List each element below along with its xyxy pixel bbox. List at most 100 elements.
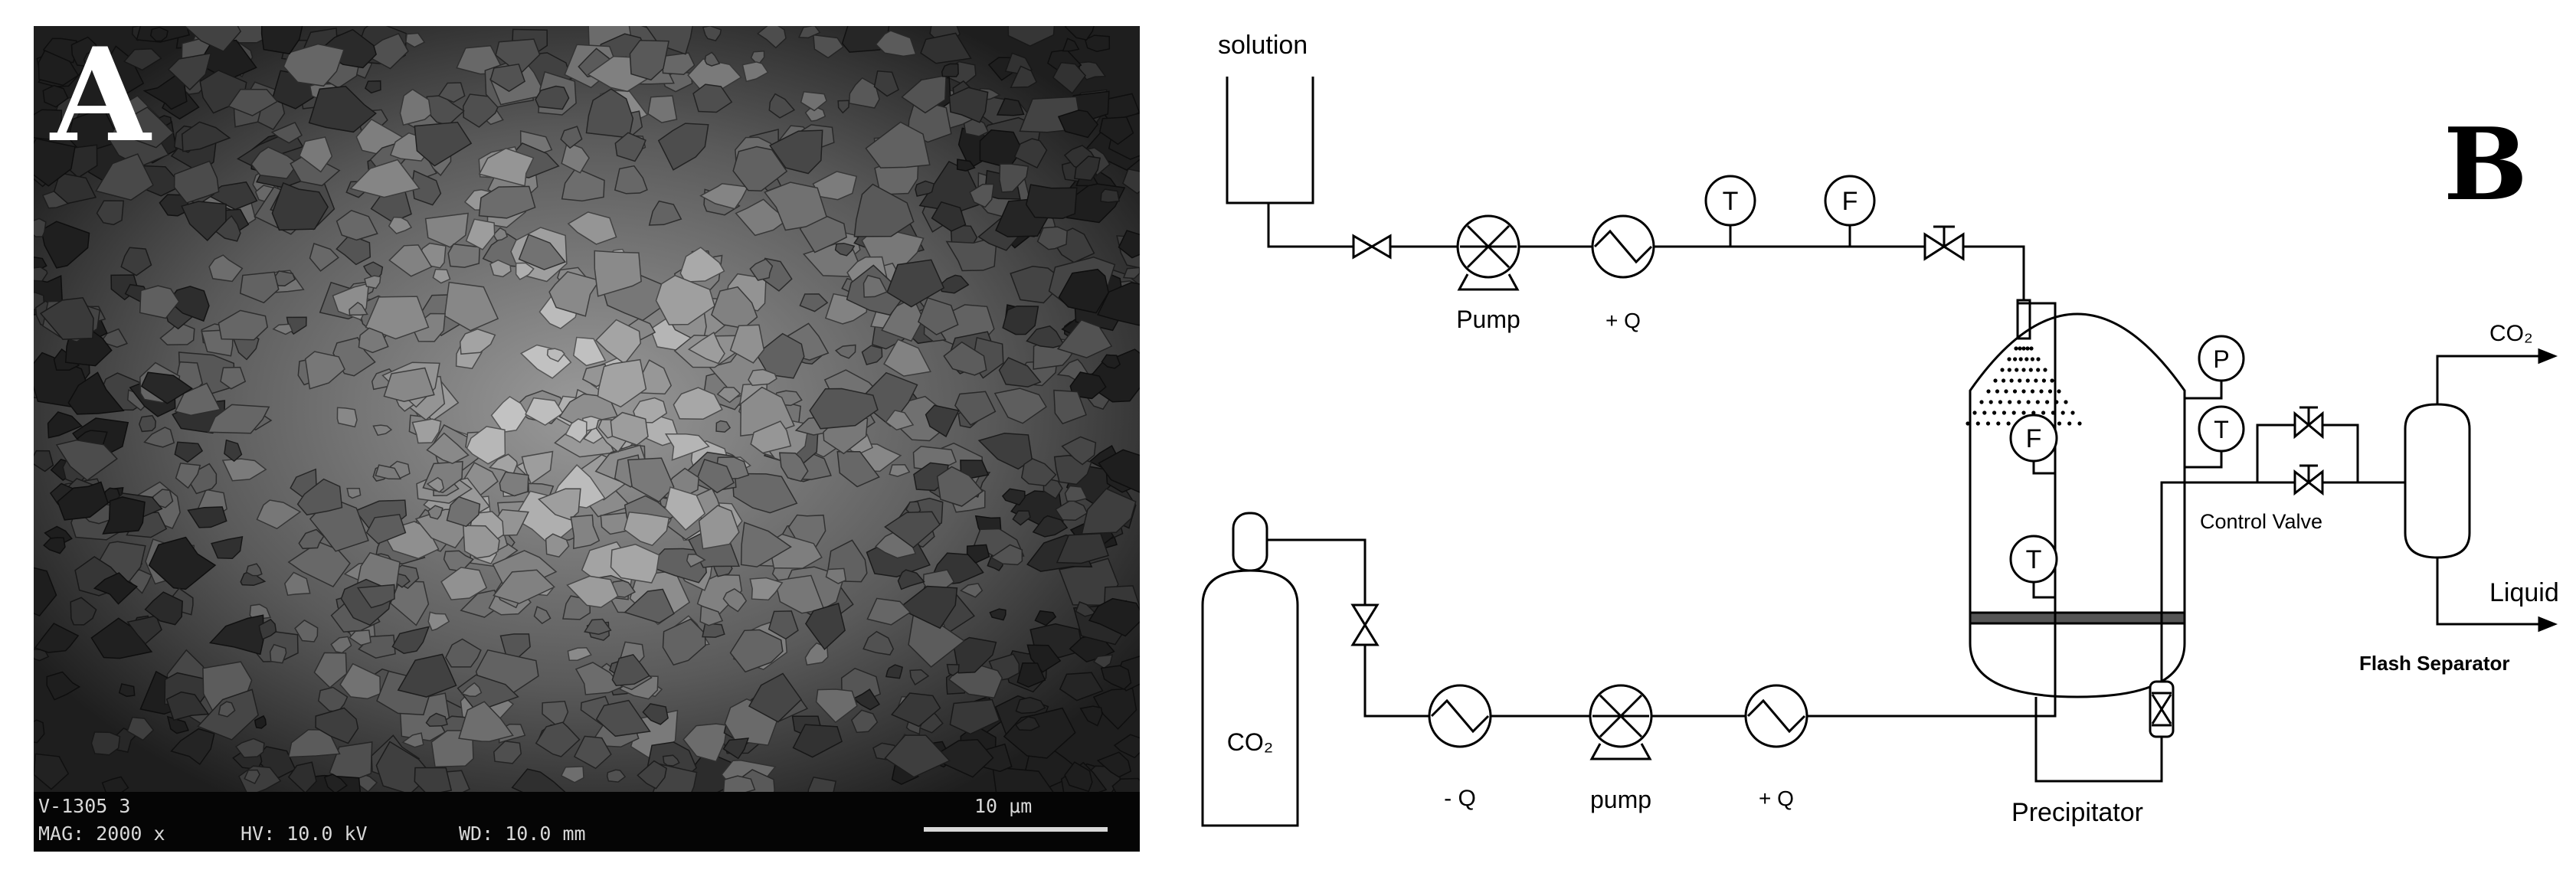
sem-particle xyxy=(565,418,588,443)
spray-dot xyxy=(2050,378,2054,383)
sem-particle xyxy=(610,544,660,584)
sem-particle xyxy=(139,285,180,319)
sem-particle xyxy=(140,371,193,404)
sem-particle xyxy=(425,712,448,728)
spray-dot xyxy=(2009,378,2014,383)
sem-particle xyxy=(884,511,941,549)
sem-particle xyxy=(1096,751,1132,778)
sem-particle xyxy=(414,121,473,167)
sem-particle xyxy=(167,52,212,91)
sem-particle xyxy=(1026,644,1062,673)
sem-micrograph: A V-1305 3 MAG: 2000 x HV: 10.0 kV WD: 1… xyxy=(34,26,1140,852)
sem-particle xyxy=(692,83,733,113)
sem-particle xyxy=(929,739,994,778)
sem-particle xyxy=(272,323,293,335)
sem-particle xyxy=(861,345,883,365)
sem-particle xyxy=(456,44,506,75)
sem-particle xyxy=(184,26,242,53)
sem-particle xyxy=(365,513,407,545)
sem-particle xyxy=(116,106,175,149)
process-schematic: solution Pump + Q T F F T P T CO₂ - Q pu… xyxy=(1201,31,2559,827)
sem-particle xyxy=(427,505,444,520)
sem-particle xyxy=(34,138,76,187)
spray-dot xyxy=(2031,410,2036,415)
sem-particle xyxy=(1016,662,1046,688)
sem-particle xyxy=(375,464,402,480)
sem-particle xyxy=(426,476,445,493)
sem-particle xyxy=(813,34,844,59)
sem-particle xyxy=(748,368,777,386)
sem-particle xyxy=(805,603,846,651)
sem-particle xyxy=(834,242,856,257)
spray-dot xyxy=(2004,389,2008,394)
sem-particle xyxy=(1074,155,1101,182)
sem-particle xyxy=(614,132,646,162)
sem-particle xyxy=(173,160,220,204)
sem-particle xyxy=(799,293,829,312)
heater-bottom-label: + Q xyxy=(1759,787,1794,810)
sem-particle xyxy=(518,234,567,270)
spray-dot xyxy=(2017,400,2021,404)
sem-particle xyxy=(567,211,617,245)
sem-particle xyxy=(687,332,725,365)
sem-particle xyxy=(768,93,796,119)
sem-particle xyxy=(1013,138,1048,168)
spray-dot xyxy=(2008,400,2012,404)
sem-particle xyxy=(181,121,231,152)
sem-particle xyxy=(865,121,931,168)
sem-particle xyxy=(853,183,915,237)
sem-particle xyxy=(83,48,114,72)
sem-particle xyxy=(143,427,175,448)
flash-separator-vessel xyxy=(2404,403,2471,559)
sem-particle xyxy=(1097,282,1140,326)
sem-particle xyxy=(883,338,932,377)
sem-particle xyxy=(254,715,267,729)
sem-particle xyxy=(1092,688,1137,730)
sem-particle xyxy=(560,126,583,149)
sem-particle xyxy=(511,768,566,792)
spray-dot xyxy=(2013,357,2018,361)
sem-particle xyxy=(258,618,277,640)
sem-particle xyxy=(446,495,481,528)
spray-dot xyxy=(2000,368,2005,372)
sem-particle xyxy=(732,146,788,191)
sem-particle xyxy=(159,321,195,346)
sem-particle xyxy=(917,296,959,335)
co2-heater-icon xyxy=(1744,684,1808,748)
sem-particle xyxy=(432,268,451,284)
precipitator-vessel xyxy=(1969,312,2186,698)
sem-particle xyxy=(1001,488,1026,506)
sem-particle xyxy=(218,309,269,341)
spray-dot xyxy=(2047,389,2053,394)
spray-dot xyxy=(2021,410,2026,415)
sem-particle xyxy=(716,387,741,404)
sem-particle xyxy=(1098,449,1140,493)
sem-particle xyxy=(174,382,221,417)
spray-dot xyxy=(2011,410,2016,415)
precipitator-filter xyxy=(1969,611,2186,625)
sem-particle xyxy=(647,95,678,123)
sem-particle xyxy=(315,707,359,744)
co2-cylinder-cap xyxy=(1232,512,1268,572)
sem-particle xyxy=(825,567,847,584)
sem-particle xyxy=(148,536,217,590)
spray-dot xyxy=(1986,389,1991,394)
sem-particle xyxy=(489,63,526,93)
flash-separator-label: Flash Separator xyxy=(2359,652,2510,675)
sem-particle xyxy=(606,769,627,783)
sem-particle xyxy=(848,77,880,109)
spray-nozzle xyxy=(2016,299,2031,340)
sem-particle xyxy=(873,70,899,97)
sem-particle xyxy=(1055,499,1088,522)
sem-particle xyxy=(756,26,787,49)
sem-particle xyxy=(466,426,506,465)
sem-particle xyxy=(1069,371,1107,400)
sem-particle xyxy=(1064,485,1088,502)
sem-particle xyxy=(478,147,535,187)
sem-particle xyxy=(349,630,372,646)
sem-particle xyxy=(38,50,80,87)
sem-particle-image xyxy=(34,26,1140,792)
sem-particle xyxy=(920,32,972,64)
sem-particle xyxy=(458,701,514,742)
cooler-label: - Q xyxy=(1444,786,1476,811)
